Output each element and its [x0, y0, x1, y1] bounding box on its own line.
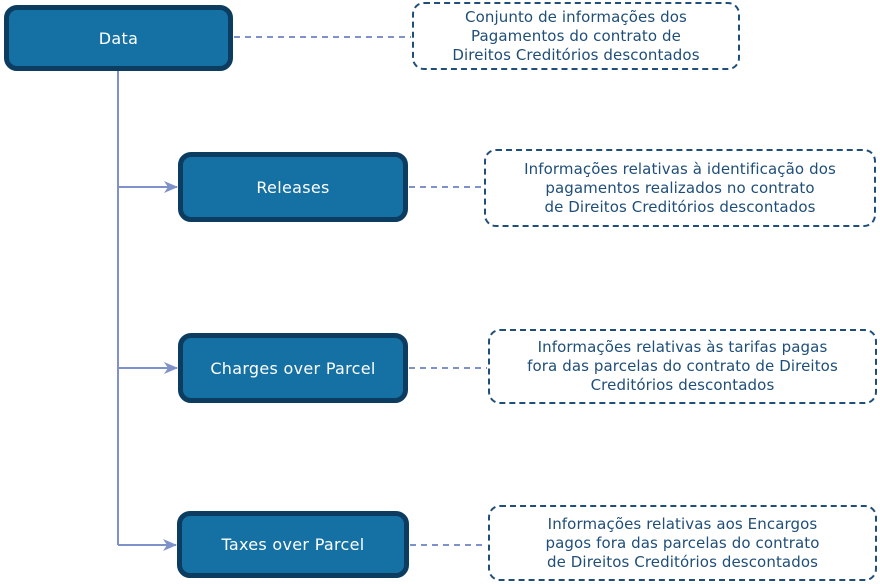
node-releases: Releases	[178, 152, 408, 222]
annotation-releases-line: de Direitos Creditórios descontados	[544, 197, 816, 216]
node-releases-label: Releases	[256, 177, 330, 197]
annotation-releases-line: Informações relativas à identificação do…	[524, 159, 836, 178]
node-data: Data	[4, 5, 233, 71]
annotation-charges-over-parcel: Informações relativas às tarifas pagas f…	[488, 329, 877, 404]
annotation-taxes-line: pagos fora das parcelas do contrato	[545, 533, 820, 552]
annotation-charges-line: Informações relativas às tarifas pagas	[537, 338, 828, 356]
annotation-charges-line: Creditórios descontados	[590, 376, 775, 394]
node-charges-over-parcel: Charges over Parcel	[178, 333, 408, 403]
annotation-data-line: Direitos Creditórios descontados	[452, 45, 700, 64]
node-taxes-over-parcel: Taxes over Parcel	[177, 511, 409, 578]
node-data-label: Data	[98, 28, 139, 48]
annotation-data: Conjunto de informações dos Pagamentos d…	[412, 2, 740, 70]
annotation-taxes-over-parcel: Informações relativas aos Encargos pagos…	[488, 505, 877, 581]
annotation-taxes-line: Informações relativas aos Encargos	[547, 514, 818, 533]
annotation-data-line: Pagamentos do contrato de	[471, 26, 681, 45]
annotation-data-line: Conjunto de informações dos	[465, 7, 687, 26]
annotation-releases: Informações relativas à identificação do…	[484, 149, 876, 227]
annotation-charges-line: fora das parcelas do contrato de Direito…	[527, 357, 838, 375]
annotation-releases-line: pagamentos realizados no contrato	[545, 178, 815, 197]
node-taxes-over-parcel-label: Taxes over Parcel	[221, 535, 365, 554]
node-charges-over-parcel-label: Charges over Parcel	[210, 358, 376, 378]
annotation-taxes-line: de Direitos Creditórios descontados	[546, 552, 819, 571]
